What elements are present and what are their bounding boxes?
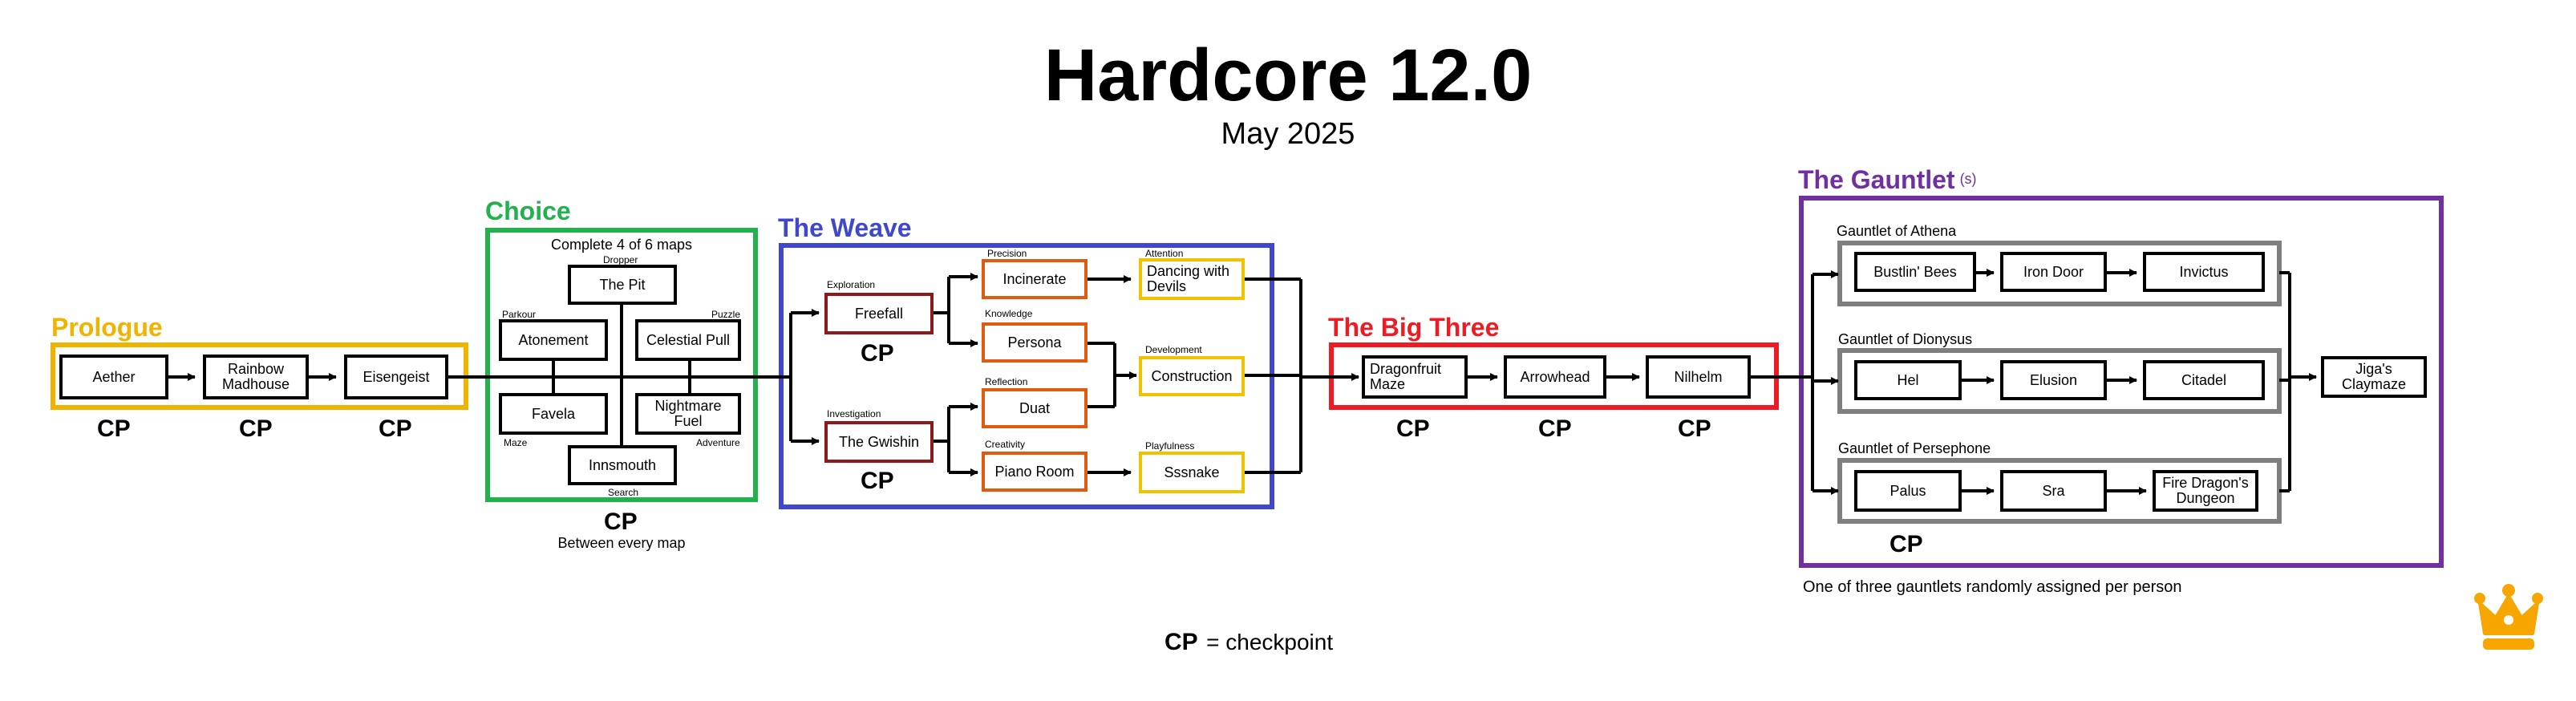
tag-dropper: Dropper: [603, 254, 638, 265]
map-dancing-with-devils: Dancing with Devils: [1139, 258, 1245, 300]
connectors: [168, 269, 2317, 495]
tag-precision: Precision: [987, 248, 1027, 259]
map-the-pit: The Pit: [568, 265, 677, 305]
map-iron-door: Iron Door: [2000, 252, 2107, 292]
legend-text: = checkpoint: [1206, 630, 1334, 654]
map-citadel: Citadel: [2143, 360, 2265, 400]
map-incinerate: Incinerate: [982, 259, 1088, 299]
map-the-gwishin: The Gwishin: [824, 421, 934, 463]
checkpoint-gauntlet: CP: [1889, 531, 1923, 557]
map-fire-dragons-dungeon: Fire Dragon's Dungeon: [2153, 470, 2258, 512]
gauntlet-frame: [1799, 196, 2444, 568]
map-elusion: Elusion: [2000, 360, 2107, 400]
map-invictus: Invictus: [2143, 252, 2265, 292]
legend: CP = checkpoint: [1164, 629, 1333, 656]
tag-development: Development: [1145, 344, 1202, 355]
tag-knowledge: Knowledge: [985, 308, 1033, 319]
map-rainbow-madhouse: Rainbow Madhouse: [203, 355, 309, 399]
checkpoint-nilhelm: CP: [1678, 415, 1711, 442]
map-arrowhead: Arrowhead: [1504, 355, 1606, 399]
tag-maze: Maze: [504, 437, 528, 448]
choice-cp-note: Between every map: [557, 535, 686, 551]
map-celestial-pull: Celestial Pull: [635, 319, 741, 361]
map-jigas-claymaze: Jiga's Claymaze: [2321, 356, 2427, 398]
map-nightmare-fuel: Nightmare Fuel: [635, 393, 741, 435]
map-palus: Palus: [1854, 470, 1962, 512]
map-bustlin-bees: Bustlin' Bees: [1854, 252, 1976, 292]
map-innsmouth: Innsmouth: [568, 445, 677, 485]
checkpoint-dragonfruit: CP: [1396, 415, 1430, 442]
map-aether: Aether: [59, 355, 168, 399]
group-dionysus-label: Gauntlet of Dionysus: [1838, 331, 1973, 347]
map-sra: Sra: [2000, 470, 2107, 512]
page-subtitle: May 2025: [1221, 117, 1355, 151]
map-favela: Favela: [499, 393, 608, 435]
tag-exploration: Exploration: [827, 279, 876, 290]
checkpoint-aether: CP: [97, 415, 131, 442]
checkpoint-arrowhead: CP: [1538, 415, 1572, 442]
map-piano-room: Piano Room: [982, 452, 1088, 492]
gauntlet-note: One of three gauntlets randomly assigned…: [1803, 578, 2182, 596]
tag-search: Search: [608, 487, 639, 498]
tag-adventure: Adventure: [696, 437, 740, 448]
map-dragonfruit-maze: Dragonfruit Maze: [1362, 355, 1468, 399]
map-freefall: Freefall: [824, 293, 934, 334]
map-eisengeist: Eisengeist: [344, 355, 448, 399]
page-title: Hardcore 12.0: [1043, 34, 1533, 116]
choice-title: Choice: [485, 197, 571, 225]
gauntlet-title: The Gauntlet(s): [1798, 167, 1977, 192]
checkpoint-freefall: CP: [861, 340, 894, 367]
crown-icon: [2474, 584, 2543, 650]
checkpoint-gwishin: CP: [861, 468, 894, 494]
checkpoint-eisengeist: CP: [379, 415, 412, 442]
tag-attention: Attention: [1145, 248, 1184, 259]
choice-instruction: Complete 4 of 6 maps: [550, 237, 693, 253]
legend-cp: CP: [1164, 629, 1198, 655]
map-construction: Construction: [1139, 356, 1245, 396]
weave-title: The Weave: [778, 213, 912, 242]
tag-parkour: Parkour: [502, 309, 537, 320]
gauntlet-title-suffix: (s): [1959, 171, 1977, 187]
group-persephone-label: Gauntlet of Persephone: [1838, 440, 1991, 456]
map-nilhelm: Nilhelm: [1646, 355, 1751, 399]
tag-creativity: Creativity: [985, 439, 1026, 450]
tag-reflection: Reflection: [985, 376, 1028, 387]
checkpoint-rainbow: CP: [239, 415, 273, 442]
map-sssnake: Sssnake: [1139, 452, 1245, 493]
gauntlet-title-text: The Gauntlet: [1798, 165, 1955, 194]
big-three-title: The Big Three: [1328, 313, 1500, 342]
map-atonement: Atonement: [499, 319, 608, 361]
tag-puzzle: Puzzle: [711, 309, 741, 320]
map-persona: Persona: [982, 322, 1088, 363]
choice-frame: [485, 228, 758, 502]
map-hel: Hel: [1854, 360, 1962, 400]
prologue-title: Prologue: [51, 313, 163, 342]
tag-playfulness: Playfulness: [1145, 440, 1195, 452]
checkpoint-choice: CP: [604, 509, 638, 535]
tag-investigation: Investigation: [827, 408, 881, 419]
map-duat: Duat: [982, 388, 1088, 428]
group-athena-label: Gauntlet of Athena: [1837, 223, 1957, 239]
